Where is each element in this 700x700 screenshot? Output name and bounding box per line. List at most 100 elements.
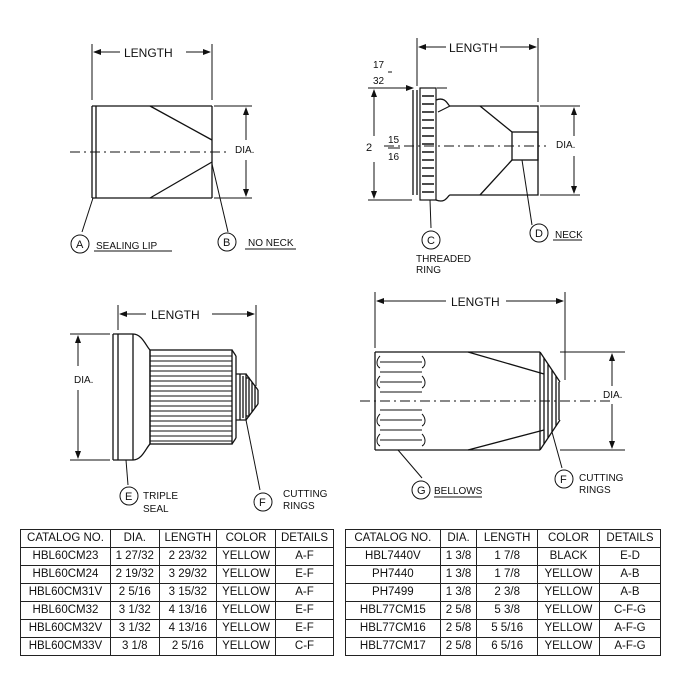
- catalog-table-left: CATALOG NO. DIA. LENGTH COLOR DETAILS HB…: [20, 529, 335, 656]
- table-cell: YELLOW: [536, 619, 600, 638]
- table-cell: E-F: [274, 565, 335, 584]
- callout-f-2: F: [560, 474, 567, 486]
- table-cell: 2 3/8: [476, 583, 538, 602]
- length-label-1: LENGTH: [124, 46, 173, 60]
- callout-b-text: NO NECK: [248, 238, 294, 249]
- table-cell: E-F: [274, 601, 335, 620]
- column-header: DETAILS: [274, 529, 335, 548]
- fraction-16: 16: [388, 152, 400, 163]
- drawing-triple-seal-cutting-rings: [70, 305, 273, 512]
- table-cell: YELLOW: [216, 547, 276, 566]
- table-row: HBL60CM32 3 1/32 4 13/16 YELLOW E-F: [20, 601, 335, 620]
- callout-f-1: F: [259, 497, 266, 509]
- callout-b: B: [223, 237, 230, 249]
- table-cell: 3 15/32: [158, 583, 218, 602]
- table-cell: 4 13/16: [158, 601, 218, 620]
- length-label-2: LENGTH: [449, 41, 498, 55]
- table-cell: HBL60CM24: [20, 565, 111, 584]
- fraction-32: 32: [373, 76, 385, 87]
- callout-a-text: SEALING LIP: [96, 241, 157, 252]
- table-cell: 6 5/16: [476, 637, 538, 656]
- column-header: LENGTH: [158, 529, 218, 548]
- table-header-row: CATALOG NO. DIA. LENGTH COLOR DETAILS: [20, 529, 335, 548]
- table-row: HBL60CM31V 2 5/16 3 15/32 YELLOW A-F: [20, 583, 335, 602]
- callout-f-2-text-2: RINGS: [579, 485, 611, 496]
- table-row: HBL60CM23 1 27/32 2 23/32 YELLOW A-F: [20, 547, 335, 566]
- table-cell: 1 27/32: [109, 547, 160, 566]
- length-label-3: LENGTH: [151, 308, 200, 322]
- table-cell: HBL77CM17: [345, 637, 441, 656]
- column-header: COLOR: [536, 529, 600, 548]
- table-cell: C-F: [274, 637, 335, 656]
- table-cell: BLACK: [536, 547, 600, 566]
- callout-d: D: [535, 228, 543, 240]
- technical-drawings: LENGTH DIA. A SEALING LIP B NO NECK: [70, 38, 625, 515]
- table-row: HBL77CM16 2 5/8 5 5/16 YELLOW A-F-G: [345, 619, 662, 638]
- catalog-table-right: CATALOG NO. DIA. LENGTH COLOR DETAILS HB…: [345, 529, 662, 656]
- table-cell: 5 3/8: [476, 601, 538, 620]
- table-cell: A-B: [598, 565, 662, 584]
- callout-c: C: [427, 235, 435, 247]
- drawing-bellows-cutting-rings: [360, 292, 625, 500]
- table-cell: 1 3/8: [439, 565, 478, 584]
- table-cell: HBL60CM23: [20, 547, 111, 566]
- column-header: LENGTH: [476, 529, 538, 548]
- table-cell: 2 19/32: [109, 565, 160, 584]
- table-cell: A-F: [274, 547, 335, 566]
- table-cell: HBL60CM31V: [20, 583, 111, 602]
- dia-label-4: DIA.: [603, 390, 622, 401]
- fraction-17: 17: [373, 60, 385, 71]
- table-cell: 2 5/16: [158, 637, 218, 656]
- column-header: DIA.: [109, 529, 160, 548]
- table-cell: 2 5/8: [439, 619, 478, 638]
- callout-e-text-2: SEAL: [143, 504, 169, 515]
- table-cell: HBL77CM15: [345, 601, 441, 620]
- table-cell: A-F-G: [598, 637, 662, 656]
- table-cell: E-F: [274, 619, 335, 638]
- dia-label-2: DIA.: [556, 140, 575, 151]
- column-header: CATALOG NO.: [345, 529, 441, 548]
- table-cell: PH7499: [345, 583, 441, 602]
- table-cell: A-B: [598, 583, 662, 602]
- table-row: HBL7440V 1 3/8 1 7/8 BLACK E-D: [345, 547, 662, 566]
- column-header: DETAILS: [598, 529, 662, 548]
- table-cell: YELLOW: [216, 565, 276, 584]
- table-row: HBL60CM24 2 19/32 3 29/32 YELLOW E-F: [20, 565, 335, 584]
- table-row: HBL60CM33V 3 1/8 2 5/16 YELLOW C-F: [20, 637, 335, 656]
- callout-f-1-text-2: RINGS: [283, 501, 315, 512]
- table-row: HBL77CM17 2 5/8 6 5/16 YELLOW A-F-G: [345, 637, 662, 656]
- callout-e-text-1: TRIPLE: [143, 491, 178, 502]
- table-cell: 1 3/8: [439, 547, 478, 566]
- table-cell: 2 5/8: [439, 637, 478, 656]
- table-cell: A-F: [274, 583, 335, 602]
- drawing-sealing-lip-no-neck: [70, 44, 296, 254]
- callout-g: G: [417, 485, 426, 497]
- table-cell: A-F-G: [598, 619, 662, 638]
- column-header: DIA.: [439, 529, 478, 548]
- table-cell: YELLOW: [216, 619, 276, 638]
- table-cell: YELLOW: [216, 637, 276, 656]
- table-row: HBL60CM32V 3 1/32 4 13/16 YELLOW E-F: [20, 619, 335, 638]
- table-cell: 2 5/8: [439, 601, 478, 620]
- table-cell: YELLOW: [536, 565, 600, 584]
- table-row: HBL77CM15 2 5/8 5 3/8 YELLOW C-F-G: [345, 601, 662, 620]
- dia-label-3: DIA.: [74, 375, 93, 386]
- callout-d-text: NECK: [555, 230, 583, 241]
- callout-c-text-1: THREADED: [416, 254, 471, 265]
- table-cell: YELLOW: [536, 583, 600, 602]
- column-header: CATALOG NO.: [20, 529, 111, 548]
- callout-f-1-text-1: CUTTING: [283, 489, 328, 500]
- callout-a: A: [76, 239, 84, 251]
- table-cell: 1 3/8: [439, 583, 478, 602]
- callout-e: E: [125, 491, 132, 503]
- fraction-15: 15: [388, 135, 400, 146]
- table-cell: 4 13/16: [158, 619, 218, 638]
- table-cell: HBL60CM33V: [20, 637, 111, 656]
- table-cell: 1 7/8: [476, 565, 538, 584]
- table-cell: HBL77CM16: [345, 619, 441, 638]
- callout-c-text-2: RING: [416, 265, 441, 276]
- length-label-4: LENGTH: [451, 295, 500, 309]
- table-cell: 2 23/32: [158, 547, 218, 566]
- drawing-threaded-ring-neck: [368, 38, 582, 250]
- table-cell: HBL60CM32: [20, 601, 111, 620]
